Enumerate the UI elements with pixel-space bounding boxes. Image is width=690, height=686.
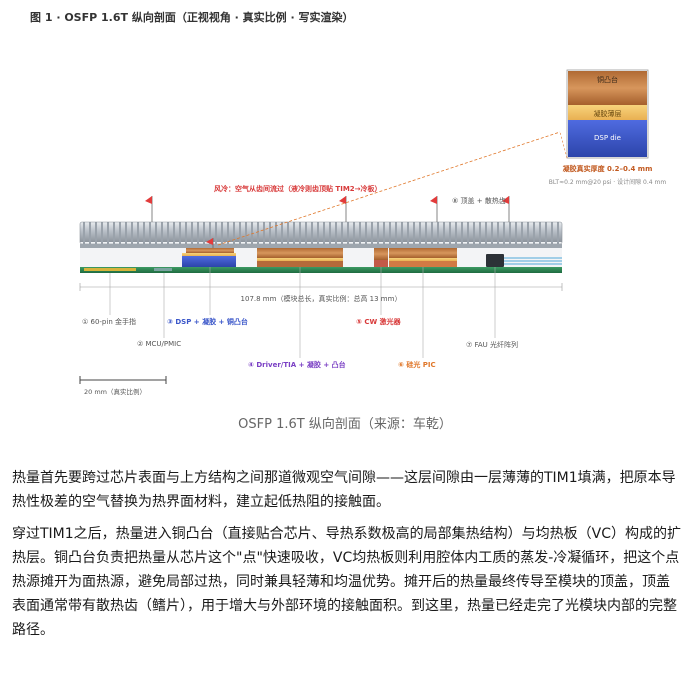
inset-gel-label: 凝胶薄层 [593,110,622,118]
inset-die-label: DSP die [594,134,621,142]
callout-dsp: ③ DSP + 凝胶 + 铜凸台 [167,318,248,326]
callout-driver-tia: ④ Driver/TIA + 凝胶 + 凸台 [248,361,346,369]
figure-caption: OSFP 1.6T 纵向剖面（来源：车乾） [238,417,452,432]
callout-gold-finger: ① 60-pin 金手指 [82,318,136,326]
fau-fiber-array [486,254,562,267]
callout-top-cover: ⑧ 顶盖 + 散热齿 [452,197,506,205]
body-paragraph-1: 热量首先要跨过芯片表面与上方结构之间那道微观空气间隙——这层间隙由一层薄薄的TI… [12,470,676,510]
airflow-dashed-line [217,131,561,246]
callout-cw-laser: ⑤ CW 激光器 [356,318,401,326]
driver-tia-stack [257,248,343,267]
airflow-flags [145,196,510,248]
pcb [80,267,562,273]
scale-bar-label: 20 mm（真实比例） [84,388,147,396]
callout-mcu: ② MCU/PMIC [137,340,182,348]
inset-note-title: 凝胶真实厚度 0.2–0.4 mm [562,165,653,173]
dimension-line [79,283,563,291]
top-cover-heatsink [79,221,563,248]
airflow-label: 风冷：空气从齿间流过（液冷则齿顶贴 TIM2→冷板） [214,185,382,193]
mcu-chip [154,268,172,271]
silicon-pic [389,248,457,267]
callout-fau: ⑦ FAU 光纤阵列 [466,341,519,349]
cross-section-diagram [79,69,649,384]
gold-finger [84,268,136,271]
dimension-label: 107.8 mm（模块总长，真实比例：总高 13 mm） [240,295,402,303]
callout-si-pic: ⑥ 硅光 PIC [398,361,436,369]
scale-bar [79,376,167,384]
inset-note-sub: BLT≈0.2 mm@20 psi · 设计间隙 0.4 mm [548,179,667,186]
callout-leaders [109,267,496,358]
body-paragraph-2: 穿过TIM1之后，热量进入铜凸台（直接贴合芯片、导热系数极高的局部集热结构）与均… [12,526,682,638]
dsp-stack [182,248,236,267]
zoom-inset [559,69,649,159]
cw-laser [374,248,388,267]
inset-copper-label: 铜凸台 [597,76,618,84]
figure-title: 图 1 · OSFP 1.6T 纵向剖面（正视视角 · 真实比例 · 写实渲染） [30,11,354,24]
